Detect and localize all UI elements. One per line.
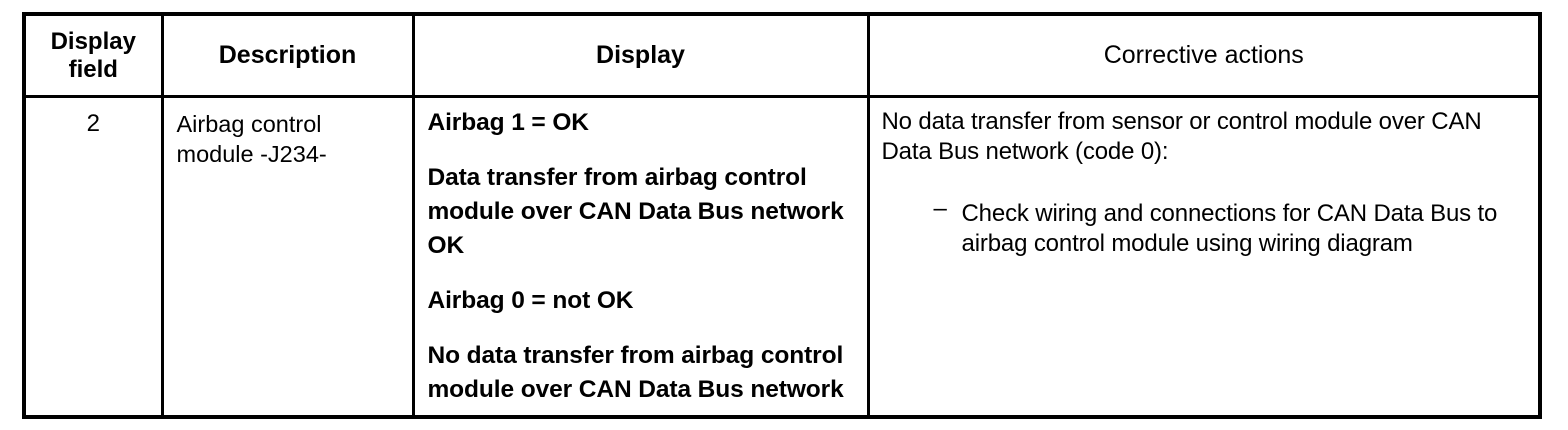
diagnostic-display-table: Display field Description Display Correc… xyxy=(22,12,1542,419)
header-cell-display: Display xyxy=(411,12,870,98)
description-line-2: module -J234- xyxy=(176,141,327,167)
dash-bullet-icon: – xyxy=(933,195,947,222)
header-corrective-actions-label: Corrective actions xyxy=(1103,41,1304,69)
cell-corrective-actions: No data transfer from sensor or control … xyxy=(866,95,1542,419)
header-display-label: Display xyxy=(596,41,685,69)
display-field-value: 2 xyxy=(86,110,100,137)
header-display-field-line1: Display xyxy=(50,27,136,55)
cell-display-field: 2 xyxy=(22,95,164,419)
header-description-label: Description xyxy=(218,41,357,69)
header-display-field-line2: field xyxy=(68,55,118,83)
corrective-action-text: Check wiring and connections for CAN Dat… xyxy=(961,200,1498,257)
table-header-row: Display field Description Display Correc… xyxy=(22,12,1542,98)
display-paragraph-1: Airbag 1 = OK xyxy=(427,109,590,136)
list-item: –Check wiring and connections for CAN Da… xyxy=(882,194,1533,259)
corrective-actions-lead: No data transfer from sensor or control … xyxy=(881,108,1482,165)
cell-description: Airbag control module -J234- xyxy=(160,95,415,419)
display-paragraph-4: No data transfer from airbag control mod… xyxy=(427,342,844,403)
corrective-actions-list: –Check wiring and connections for CAN Da… xyxy=(882,194,1533,259)
description-line-1: Airbag control xyxy=(176,111,322,137)
table-row: 2 Airbag control module -J234- Airbag 1 … xyxy=(22,95,1542,419)
cell-display: Airbag 1 = OK Data transfer from airbag … xyxy=(411,95,870,419)
display-paragraph-3: Airbag 0 = not OK xyxy=(427,287,634,314)
header-cell-description: Description xyxy=(160,12,415,98)
display-paragraph-2: Data transfer from airbag control module… xyxy=(427,164,844,259)
header-cell-corrective-actions: Corrective actions xyxy=(866,12,1542,98)
header-cell-display-field: Display field xyxy=(22,12,164,98)
